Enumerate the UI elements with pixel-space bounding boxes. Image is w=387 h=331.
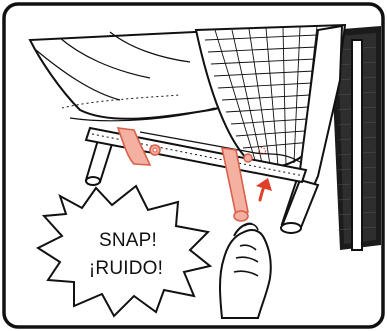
callout-line-1: SNAP! [99,230,157,251]
callout-line-2: ¡RUIDO! [89,258,163,279]
